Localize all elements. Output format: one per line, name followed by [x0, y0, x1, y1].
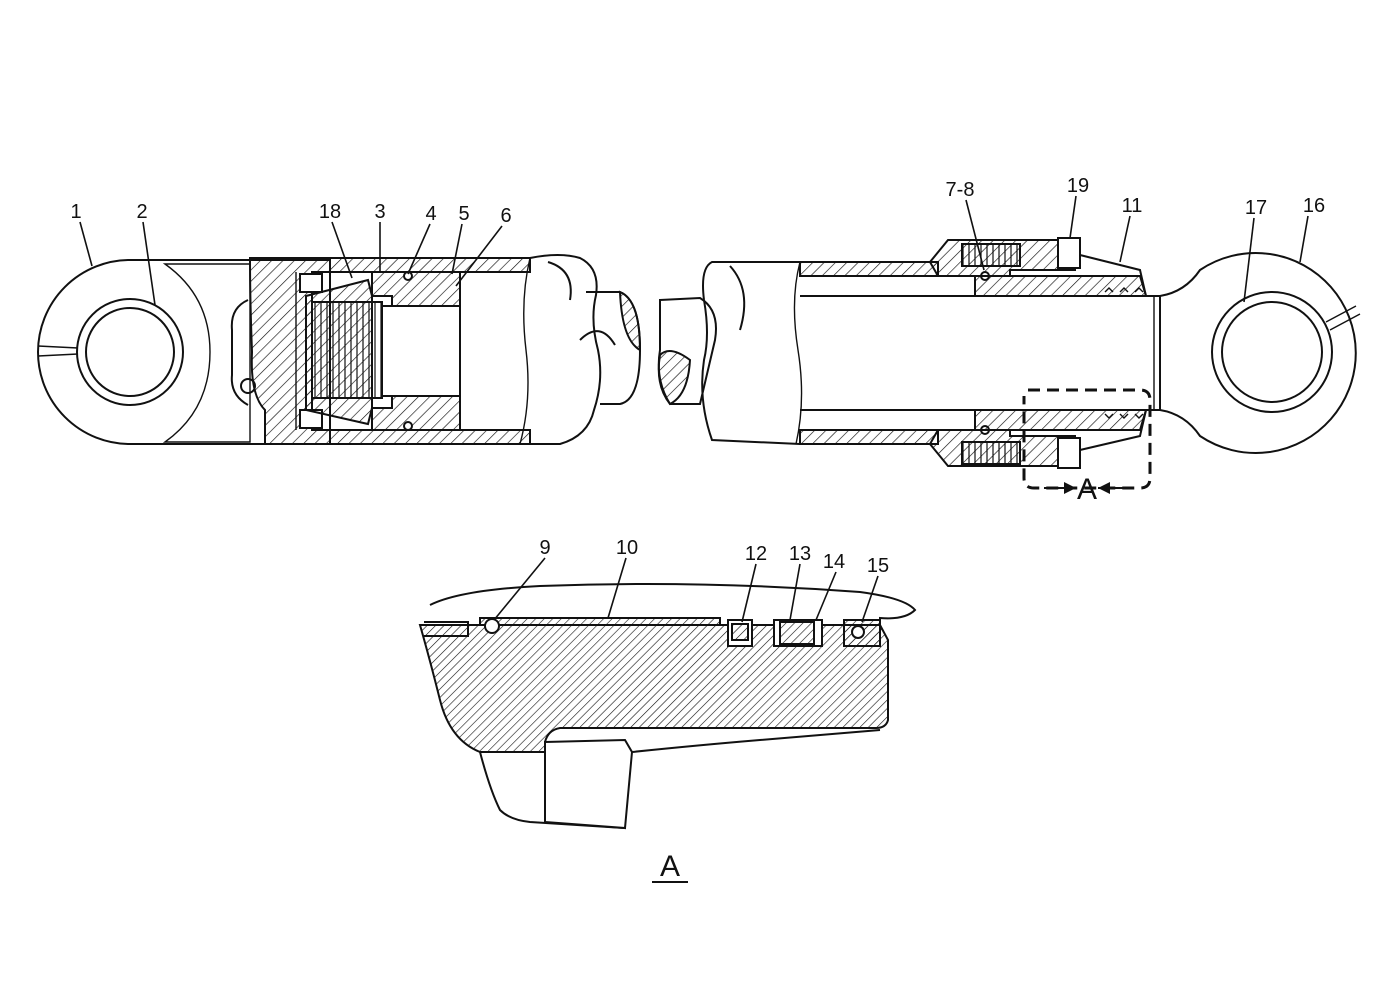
- callout-12: 12: [745, 543, 767, 565]
- callout-7-8: 7-8: [946, 179, 975, 201]
- cylinder-rod-end: [657, 237, 1361, 494]
- callout-19: 19: [1067, 175, 1089, 197]
- callout-10: 10: [616, 537, 638, 559]
- callout-2: 2: [136, 201, 147, 223]
- callout-13: 13: [789, 543, 811, 565]
- callout-leaders: [79, 195, 1309, 623]
- callout-4: 4: [425, 203, 436, 225]
- callout-15: 15: [867, 555, 889, 577]
- callout-3: 3: [374, 201, 385, 223]
- callout-5: 5: [458, 203, 469, 225]
- callout-9: 9: [539, 537, 550, 559]
- callout-6: 6: [500, 205, 511, 227]
- callout-labels: 1 2 18 3 4 5 6 7-8 19 11 17 16 9 10 12 1…: [70, 175, 1325, 883]
- callout-18: 18: [319, 201, 341, 223]
- cylinder-base-end: [37, 254, 642, 445]
- callout-14: 14: [823, 551, 845, 573]
- callout-1: 1: [70, 201, 81, 223]
- detail-view-title-a: A: [660, 850, 680, 883]
- detail-marker-a: A: [1077, 473, 1097, 506]
- detail-a-section: [418, 583, 917, 830]
- callout-11: 11: [1122, 195, 1143, 217]
- callout-16: 16: [1303, 195, 1325, 217]
- callout-17: 17: [1245, 197, 1267, 219]
